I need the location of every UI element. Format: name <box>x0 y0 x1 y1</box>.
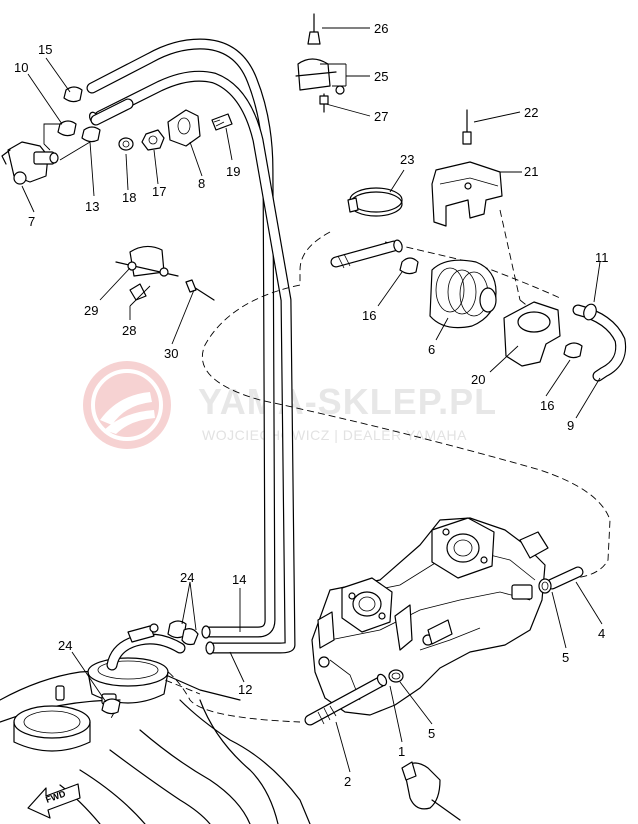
callout-30: 30 <box>164 346 178 361</box>
callout-5a: 5 <box>428 726 435 741</box>
filter-bracket-21 <box>431 109 503 227</box>
callout-17: 17 <box>152 184 166 199</box>
callout-9: 9 <box>567 418 574 433</box>
clamp-23 <box>347 187 403 217</box>
callout-29: 29 <box>84 303 98 318</box>
fuel-hose-lower <box>304 669 404 726</box>
callout-8: 8 <box>198 176 205 191</box>
callout-24b: 24 <box>58 638 72 653</box>
callout-23: 23 <box>400 152 414 167</box>
fuel-hose-right <box>538 566 584 594</box>
fuel-filter-assembly <box>330 239 627 382</box>
callout-28: 28 <box>122 323 136 338</box>
watermark-title: YAMA-SKLEP.PL <box>198 381 497 422</box>
callout-10: 10 <box>14 60 28 75</box>
fwd-direction-badge: FWD <box>27 783 81 819</box>
callout-27: 27 <box>374 109 388 124</box>
hose-clip-25 <box>295 13 345 113</box>
callout-18: 18 <box>122 190 136 205</box>
hose-clamps-24 <box>101 620 199 715</box>
callout-16b: 16 <box>540 398 554 413</box>
carburetor-assembly <box>311 517 549 716</box>
hose-bracket-28 <box>115 245 215 301</box>
callouts: 26 25 27 22 21 23 11 16 6 20 16 9 15 10 … <box>14 21 609 789</box>
callout-12: 12 <box>238 682 252 697</box>
fuel-cock <box>1 141 59 185</box>
callout-21: 21 <box>524 164 538 179</box>
callout-24a: 24 <box>180 570 194 585</box>
callout-22: 22 <box>524 105 538 120</box>
callout-5b: 5 <box>562 650 569 665</box>
callout-26: 26 <box>374 21 388 36</box>
watermark-subtitle: WOJCIECHOWICZ | DEALER YAMAHA <box>202 427 467 443</box>
leader-lines <box>21 27 603 773</box>
callout-7: 7 <box>28 214 35 229</box>
small-parts-upper-left <box>57 86 233 151</box>
callout-16a: 16 <box>362 308 376 323</box>
long-hoses <box>86 38 296 655</box>
callout-4: 4 <box>598 626 605 641</box>
hose-clip-lower <box>401 761 461 821</box>
watermark-logo-icon <box>83 361 171 449</box>
callout-13: 13 <box>85 199 99 214</box>
callout-19: 19 <box>226 164 240 179</box>
callout-20: 20 <box>471 372 485 387</box>
fuel-tank <box>0 623 311 824</box>
callout-15: 15 <box>38 42 52 57</box>
callout-11: 11 <box>595 250 609 265</box>
callout-6: 6 <box>428 342 435 357</box>
callout-25: 25 <box>374 69 388 84</box>
callout-2: 2 <box>344 774 351 789</box>
callout-1: 1 <box>398 744 405 759</box>
callout-14: 14 <box>232 572 246 587</box>
